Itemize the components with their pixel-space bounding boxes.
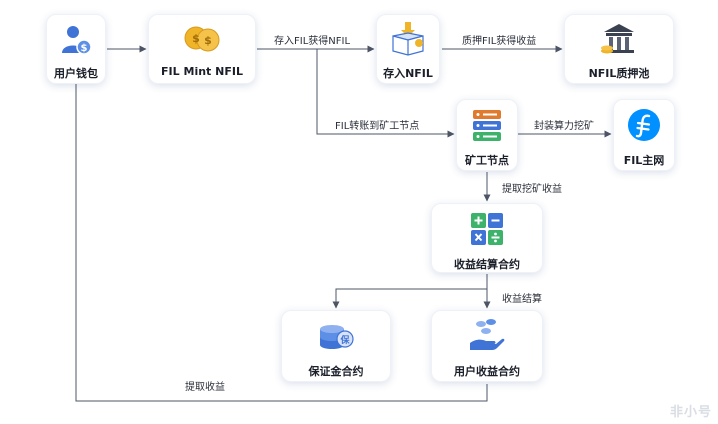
svg-text:$: $: [192, 32, 200, 45]
edge-label-fil-to-miner: FIL转账到矿工节点: [335, 121, 420, 132]
node-fil-mint-nfil[interactable]: $ $ FIL Mint NFIL: [148, 14, 256, 84]
fil-mainnet-label: FIL主网: [623, 154, 665, 167]
user-wallet-icon: $: [62, 26, 92, 55]
edge-to-miner: [316, 49, 455, 138]
node-guarantee-contract[interactable]: 保 保证金合约: [281, 310, 391, 382]
fil-mint-nfil-label: FIL Mint NFIL: [161, 65, 243, 78]
deposit-box-icon: [392, 22, 424, 56]
edge-label-withdraw-yield: 提取收益: [185, 382, 225, 393]
bank-icon: [601, 24, 634, 54]
watermark: 非小号: [669, 405, 712, 420]
node-miner[interactable]: 矿工节点: [456, 99, 518, 171]
node-settlement-contract[interactable]: 收益结算合约: [431, 203, 543, 273]
miner-label: 矿工节点: [465, 154, 509, 167]
node-fil-mainnet[interactable]: FIL主网: [613, 99, 675, 171]
deposit-nfil-label: 存入NFIL: [383, 67, 433, 80]
node-nfil-pool[interactable]: NFIL质押池: [564, 14, 674, 84]
edge-label-extract-mining: 提取挖矿收益: [502, 184, 562, 195]
user-wallet-label: 用户钱包: [54, 67, 98, 80]
node-user-yield-contract[interactable]: 用户收益合约: [431, 310, 543, 382]
svg-text:$: $: [81, 43, 88, 54]
edge-label-pledge-fil: 质押FIL获得收益: [462, 36, 537, 47]
edge-label-deposit-fil: 存入FIL获得NFIL: [274, 36, 351, 47]
user-yield-contract-label: 用户收益合约: [454, 365, 520, 378]
calculator-icon: [471, 213, 503, 245]
nfil-pool-label: NFIL质押池: [588, 67, 650, 80]
edge-label-seal-power: 封装算力挖矿: [534, 121, 594, 132]
hand-coins-icon: [470, 319, 505, 350]
edge-label-yield-settlement: 收益结算: [502, 294, 542, 305]
edge-to-guarantee: [332, 288, 487, 309]
coin-stack-icon: 保: [320, 325, 354, 349]
filecoin-logo-icon: [628, 109, 660, 141]
node-deposit-nfil[interactable]: 存入NFIL: [376, 14, 440, 84]
guarantee-glyph: 保: [339, 334, 350, 346]
node-user-wallet[interactable]: $ 用户钱包: [46, 14, 106, 84]
coins-icon: $ $: [184, 26, 220, 52]
server-icon: [473, 110, 501, 141]
edge-withdraw-to-wallet: [72, 76, 488, 402]
guarantee-contract-label: 保证金合约: [308, 365, 364, 378]
settlement-contract-label: 收益结算合约: [454, 258, 520, 271]
svg-text:$: $: [204, 34, 212, 47]
